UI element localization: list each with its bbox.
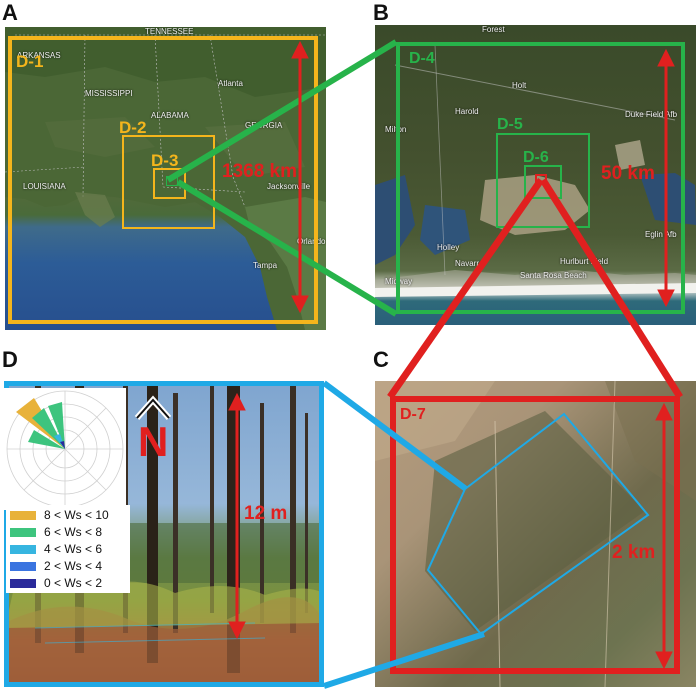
domain-label-d1: D-1 xyxy=(16,52,44,71)
legend-item: 0 < Ws < 2 xyxy=(10,576,102,590)
legend-label: 2 < Ws < 4 xyxy=(44,559,103,573)
rose-sector-core xyxy=(60,441,65,449)
legend-label: 6 < Ws < 8 xyxy=(44,525,103,539)
legend-swatch xyxy=(10,562,36,572)
legend-swatch xyxy=(10,528,36,538)
place-forest: Forest xyxy=(482,25,505,34)
domain-label-d6: D-6 xyxy=(523,149,549,166)
scale-label-a: 1368 km xyxy=(222,161,298,182)
legend-swatch xyxy=(10,545,36,555)
domain-label-d4: D-4 xyxy=(409,50,435,67)
place-louisiana: LOUISIANA xyxy=(23,182,66,191)
place-harold: Harold xyxy=(455,107,479,116)
domain-label-d3: D-3 xyxy=(151,151,179,170)
scale-label-b: 50 km xyxy=(601,163,655,184)
domain-box-d6 xyxy=(524,165,562,199)
north-arrow-icon xyxy=(134,395,172,420)
scale-label-d: 12 m xyxy=(244,503,288,524)
domain-label-d2: D-2 xyxy=(119,118,147,137)
panel-letter-a: A xyxy=(2,0,18,25)
domain-label-d5: D-5 xyxy=(497,116,523,133)
domain-box-d7 xyxy=(390,396,680,674)
domain-label-d4-mini xyxy=(166,176,178,186)
panel-letter-d: D xyxy=(2,347,18,372)
place-holt: Holt xyxy=(512,81,527,90)
legend-item: 2 < Ws < 4 xyxy=(10,559,102,573)
legend-item: 4 < Ws < 6 xyxy=(10,542,102,556)
wind-rose xyxy=(4,388,126,510)
legend-swatch xyxy=(10,579,36,589)
wind-rose-chart xyxy=(6,390,124,508)
rose-sector-inner xyxy=(54,434,65,449)
legend-label: 0 < Ws < 2 xyxy=(44,576,103,590)
rose-sector-wnw xyxy=(28,430,65,449)
place-mississippi: MISSISSIPPI xyxy=(85,89,133,98)
place-tennessee: TENNESSEE xyxy=(145,27,194,36)
legend-item: 8 < Ws < 10 xyxy=(10,508,109,522)
legend-label: 4 < Ws < 6 xyxy=(44,542,103,556)
burn-plot-outline xyxy=(426,412,650,636)
panel-letter-c: C xyxy=(373,347,389,372)
legend-swatch xyxy=(10,511,36,521)
north-label: N xyxy=(138,418,169,465)
place-dukefield: Duke Field Afb xyxy=(625,110,678,119)
wind-speed-legend: 8 < Ws < 10 6 < Ws < 8 4 < Ws < 6 2 < Ws… xyxy=(6,505,130,593)
place-arkansas: ARKANSAS xyxy=(17,51,61,60)
panel-letter-b: B xyxy=(373,0,389,25)
scale-label-c: 2 km xyxy=(612,542,656,563)
legend-item: 6 < Ws < 8 xyxy=(10,525,102,539)
legend-label: 8 < Ws < 10 xyxy=(44,508,109,522)
